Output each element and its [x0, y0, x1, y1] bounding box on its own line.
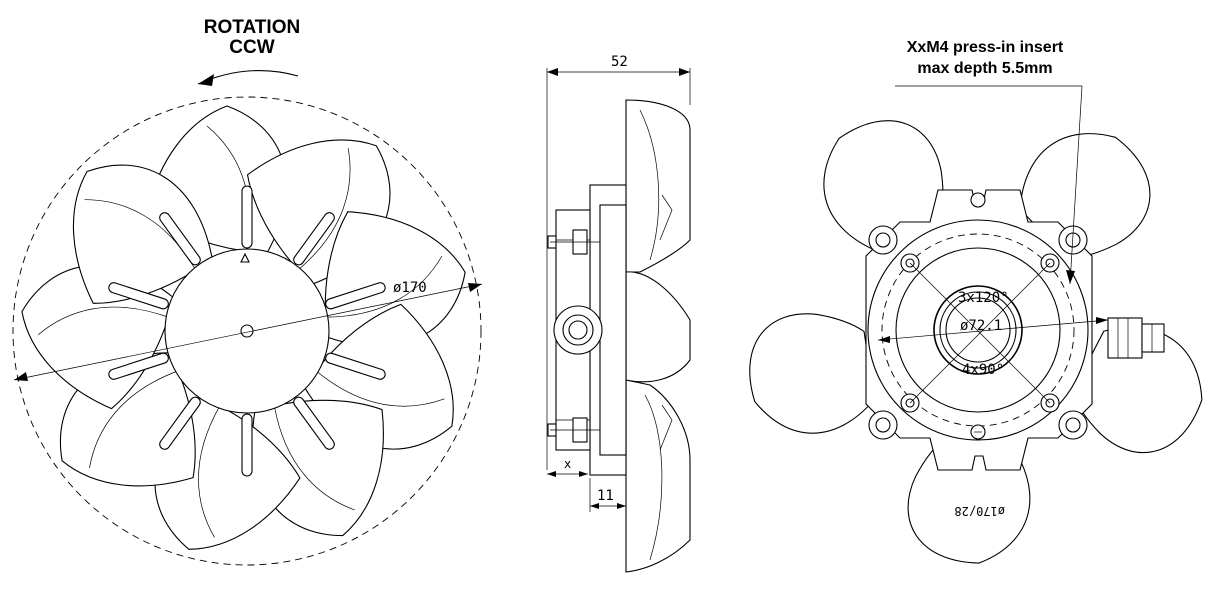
hub-ribs	[108, 185, 386, 477]
motor-rear-housing	[865, 189, 1093, 471]
cable-gland	[553, 305, 603, 355]
depth-dimension	[546, 68, 691, 470]
rotor-hub	[164, 248, 330, 414]
offset-dimension	[547, 471, 588, 477]
rotation-arrow	[197, 70, 299, 86]
rotation-title: ROTATION	[204, 17, 300, 38]
insert-note-line1: XxM4 press-in insert	[907, 39, 1064, 56]
offset-label: x	[564, 457, 571, 471]
depth-label: 52	[611, 54, 628, 70]
insert-note-leader	[895, 85, 1083, 285]
hole-pattern-label: 4x90°	[962, 362, 1004, 378]
outer-diameter-circle	[12, 96, 482, 566]
diameter-dimension	[13, 283, 483, 381]
hub-dimension	[589, 478, 627, 512]
hub-triangle-mark	[240, 252, 250, 263]
center-bearing	[877, 262, 1109, 404]
insert-note-line2: max depth 5.5mm	[917, 60, 1052, 77]
rotation-direction: CCW	[229, 37, 274, 58]
center-diameter-label: ø72.1	[960, 318, 1002, 334]
diameter-label: ø170	[393, 280, 427, 296]
blade-profile	[625, 99, 691, 573]
hub-label: 11	[597, 488, 614, 504]
front-view: ROTATION CCW	[12, 17, 483, 566]
bolt-pattern-label: 3x120°	[958, 290, 1009, 306]
rear-view: XxM4 press-in insert max depth 5.5mm	[749, 39, 1203, 564]
side-view: 52	[546, 54, 691, 573]
cable-gland-rear	[1107, 317, 1165, 359]
mounting-bolts	[547, 229, 600, 443]
part-code-label: ø170/28	[954, 504, 1005, 518]
